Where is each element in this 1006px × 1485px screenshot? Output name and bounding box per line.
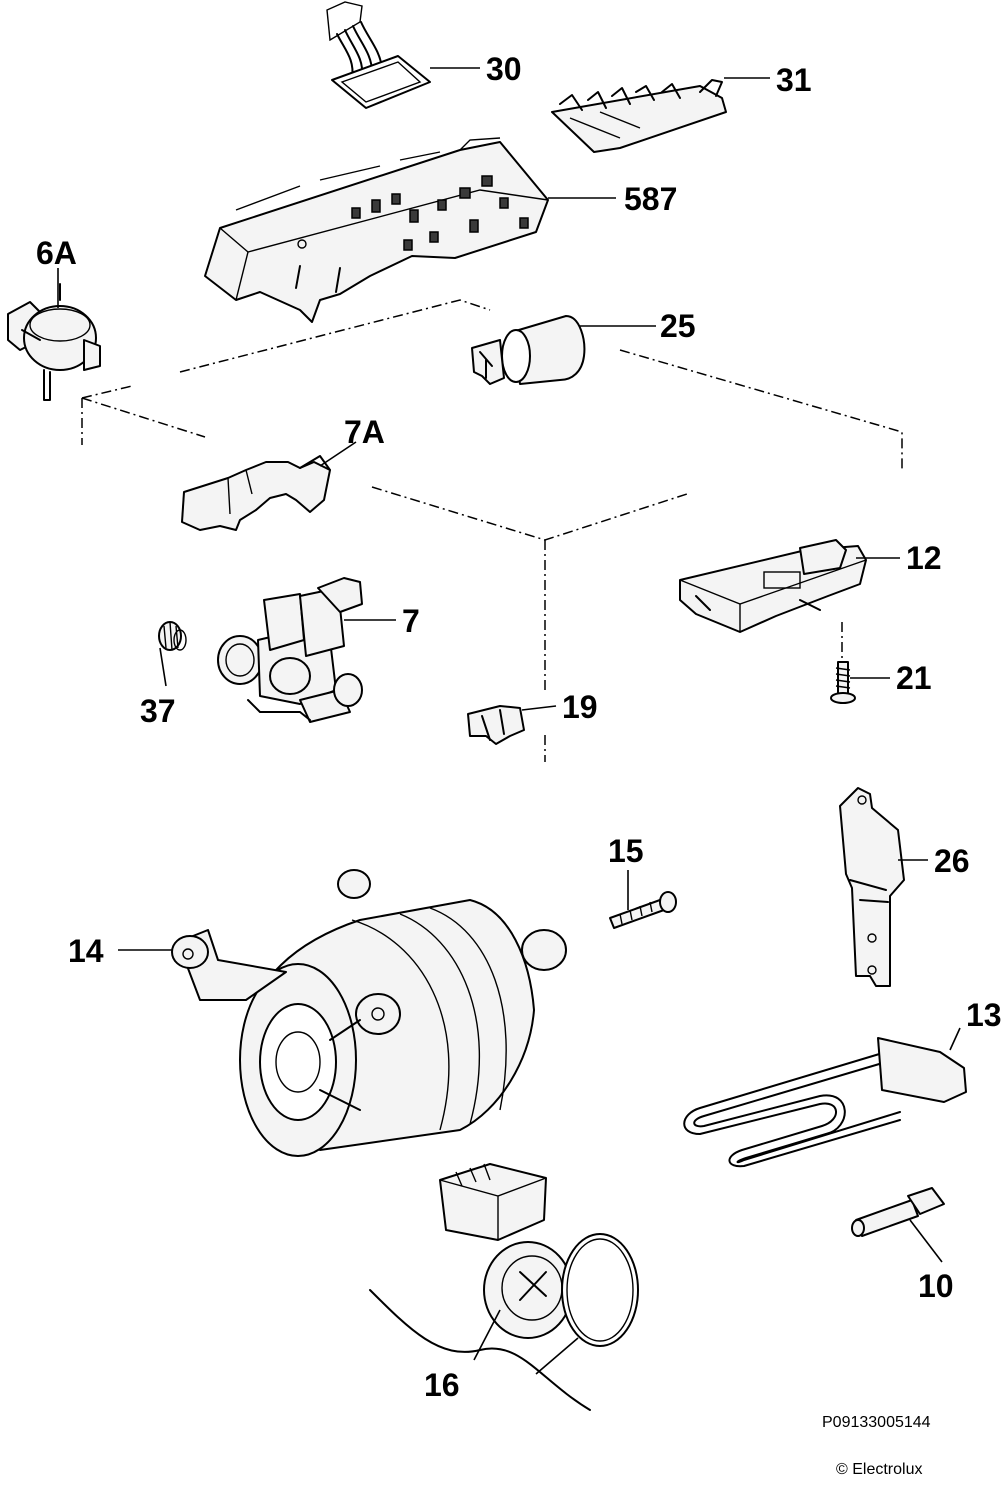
callout-37: 37: [140, 693, 176, 729]
callout-25: 25: [660, 308, 696, 344]
part-6a-pressure-switch: [7, 283, 101, 401]
part-25-suppressor: [471, 315, 586, 385]
leader-lines: [57, 67, 961, 1375]
callout-14: 14: [68, 933, 104, 969]
part-16-drain-pump: [369, 1163, 639, 1411]
part-21-screw: [830, 622, 856, 704]
part-10-ntc-sensor: [851, 1187, 945, 1237]
part-13-heater: [683, 1037, 967, 1168]
copyright-notice: © Electrolux: [836, 1461, 922, 1478]
callout-12: 12: [906, 540, 942, 576]
callout-587: 587: [624, 181, 677, 217]
part-31-connector-strip: [551, 79, 727, 153]
part-15-bolt: [609, 891, 677, 929]
callout-7a: 7A: [344, 414, 385, 450]
callout-labels: 30 31 587 6A 25 7A 12 7 21 37 19 15 26 1…: [36, 51, 1002, 1403]
part-7a-bracket: [181, 455, 331, 531]
callout-10: 10: [918, 1268, 954, 1304]
callout-15: 15: [608, 833, 644, 869]
callout-21: 21: [896, 660, 932, 696]
callout-7: 7: [402, 603, 420, 639]
callout-13: 13: [966, 997, 1002, 1033]
part-30-display-cable: [326, 1, 431, 109]
callout-19: 19: [562, 689, 598, 725]
callout-6a: 6A: [36, 235, 77, 271]
assembly-outline: [81, 299, 903, 762]
callout-26: 26: [934, 843, 970, 879]
part-587-control-board: [204, 137, 549, 323]
part-7-inlet-valve: [217, 577, 363, 723]
callout-30: 30: [486, 51, 522, 87]
callout-31: 31: [776, 62, 812, 98]
part-14-motor: [171, 869, 567, 1157]
footer: P09133005144 © Electrolux: [822, 1414, 931, 1478]
part-19-clip: [467, 705, 525, 745]
part-12-door-interlock: [679, 539, 867, 633]
callout-16: 16: [424, 1367, 460, 1403]
part-26-thermostat-bracket: [839, 787, 905, 987]
drawing-reference-code: P09133005144: [822, 1414, 931, 1431]
part-37-filter: [158, 621, 187, 651]
